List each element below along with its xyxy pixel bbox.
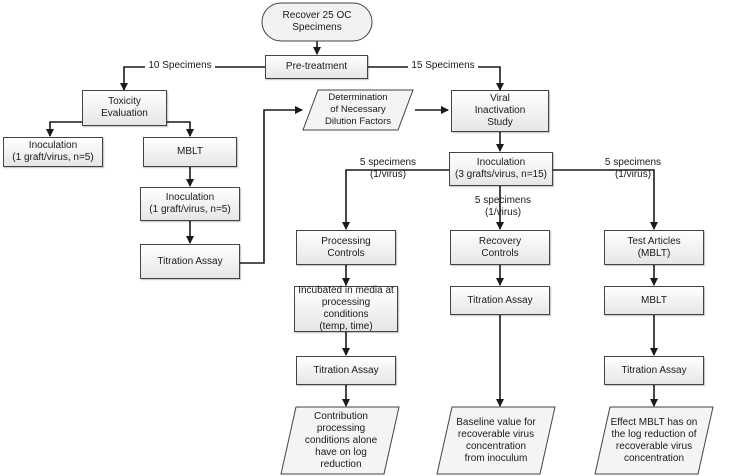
titration-processing-label: Titration Assay [313,364,379,376]
test-articles-label: Test Articles (MBLT) [627,235,681,259]
edge-label-fifteen-specimens: 15 Specimens [408,60,478,72]
edge-toxicity-mblt [167,121,194,137]
titration-recovery-node: Titration Assay [450,286,550,315]
toxicity-label: Toxicity Evaluation [101,96,148,119]
pretreatment-node: Pre-treatment [265,55,368,79]
start-label: Recover 25 OC Specimens [282,10,352,33]
recovery-controls-node: Recovery Controls [450,230,550,265]
out-recovery-shape [436,406,556,475]
test-articles-node: Test Articles (MBLT) [604,230,704,265]
mblt-left-label: MBLT [177,146,203,157]
viral-study-label: Viral Inactivation Study [474,93,526,128]
viral-study-node: Viral Inactivation Study [451,90,549,132]
inoculation-main-node: Inoculation (3 grafts/virus, n=15) [449,152,553,186]
toxicity-node: Toxicity Evaluation [82,90,167,126]
processing-controls-label: Processing Controls [321,235,371,259]
incubated-node: Incubated in media at processing conditi… [294,285,398,332]
inoculation-mid-node: Inoculation (1 graft/virus, n=5) [140,187,240,221]
edge-label-five-mid: 5 specimens (1/virus) [474,195,532,218]
edge-titration-dilution [240,106,303,264]
titration-processing-node: Titration Assay [296,356,396,385]
output-processing-label: Contribution processing conditions alone… [304,410,378,470]
out-test-shape [594,406,714,475]
inoculation-left-node: Inoculation (1 graft/virus, n=5) [3,137,103,167]
output-test-node: Effect MBLT has on the log reduction of … [601,408,707,473]
titration-test-label: Titration Assay [621,364,687,376]
titration-left-label: Titration Assay [157,255,223,267]
recovery-controls-label: Recovery Controls [478,235,522,259]
output-processing-node: Contribution processing conditions alone… [291,408,391,473]
edge-pretreatment-toxicity [120,66,265,91]
edge-inocmain-test [553,169,658,230]
inoculation-mid-label: Inoculation (1 graft/virus, n=5) [149,192,231,215]
processing-controls-node: Processing Controls [296,230,396,265]
mblt-left-node: MBLT [143,137,237,167]
edge-label-five-right: 5 specimens (1/virus) [604,157,662,180]
incubated-label: Incubated in media at processing conditi… [298,285,394,332]
output-recovery-label: Baseline value for recoverable virus con… [456,416,536,464]
titration-recovery-label: Titration Assay [467,294,533,306]
edge-label-five-left: 5 specimens (1/virus) [359,157,417,180]
dilution-label: Determination of Necessary Dilution Fact… [325,92,391,127]
out-processing-shape [280,406,400,475]
output-recovery-node: Baseline value for recoverable virus con… [446,408,546,473]
mblt-right-node: MBLT [604,286,704,315]
edge-label-ten-specimens: 10 Specimens [145,60,215,72]
titration-test-node: Titration Assay [604,356,704,385]
output-test-label: Effect MBLT has on the log reduction of … [610,416,698,464]
dilution-node: Determination of Necessary Dilution Fact… [308,91,408,129]
edge-toxicity-inocleft [46,121,82,137]
pretreatment-label: Pre-treatment [285,61,348,72]
inoculation-main-label: Inoculation (3 grafts/virus, n=15) [455,157,547,180]
dilution-shape [302,89,414,131]
mblt-right-label: MBLT [641,294,667,306]
titration-left-node: Titration Assay [140,244,240,279]
edge-inocmain-processing [342,169,449,230]
start-node: Recover 25 OC Specimens [264,4,370,40]
start-terminator-shape [261,2,373,42]
inoculation-left-label: Inoculation (1 graft/virus, n=5) [12,140,94,163]
